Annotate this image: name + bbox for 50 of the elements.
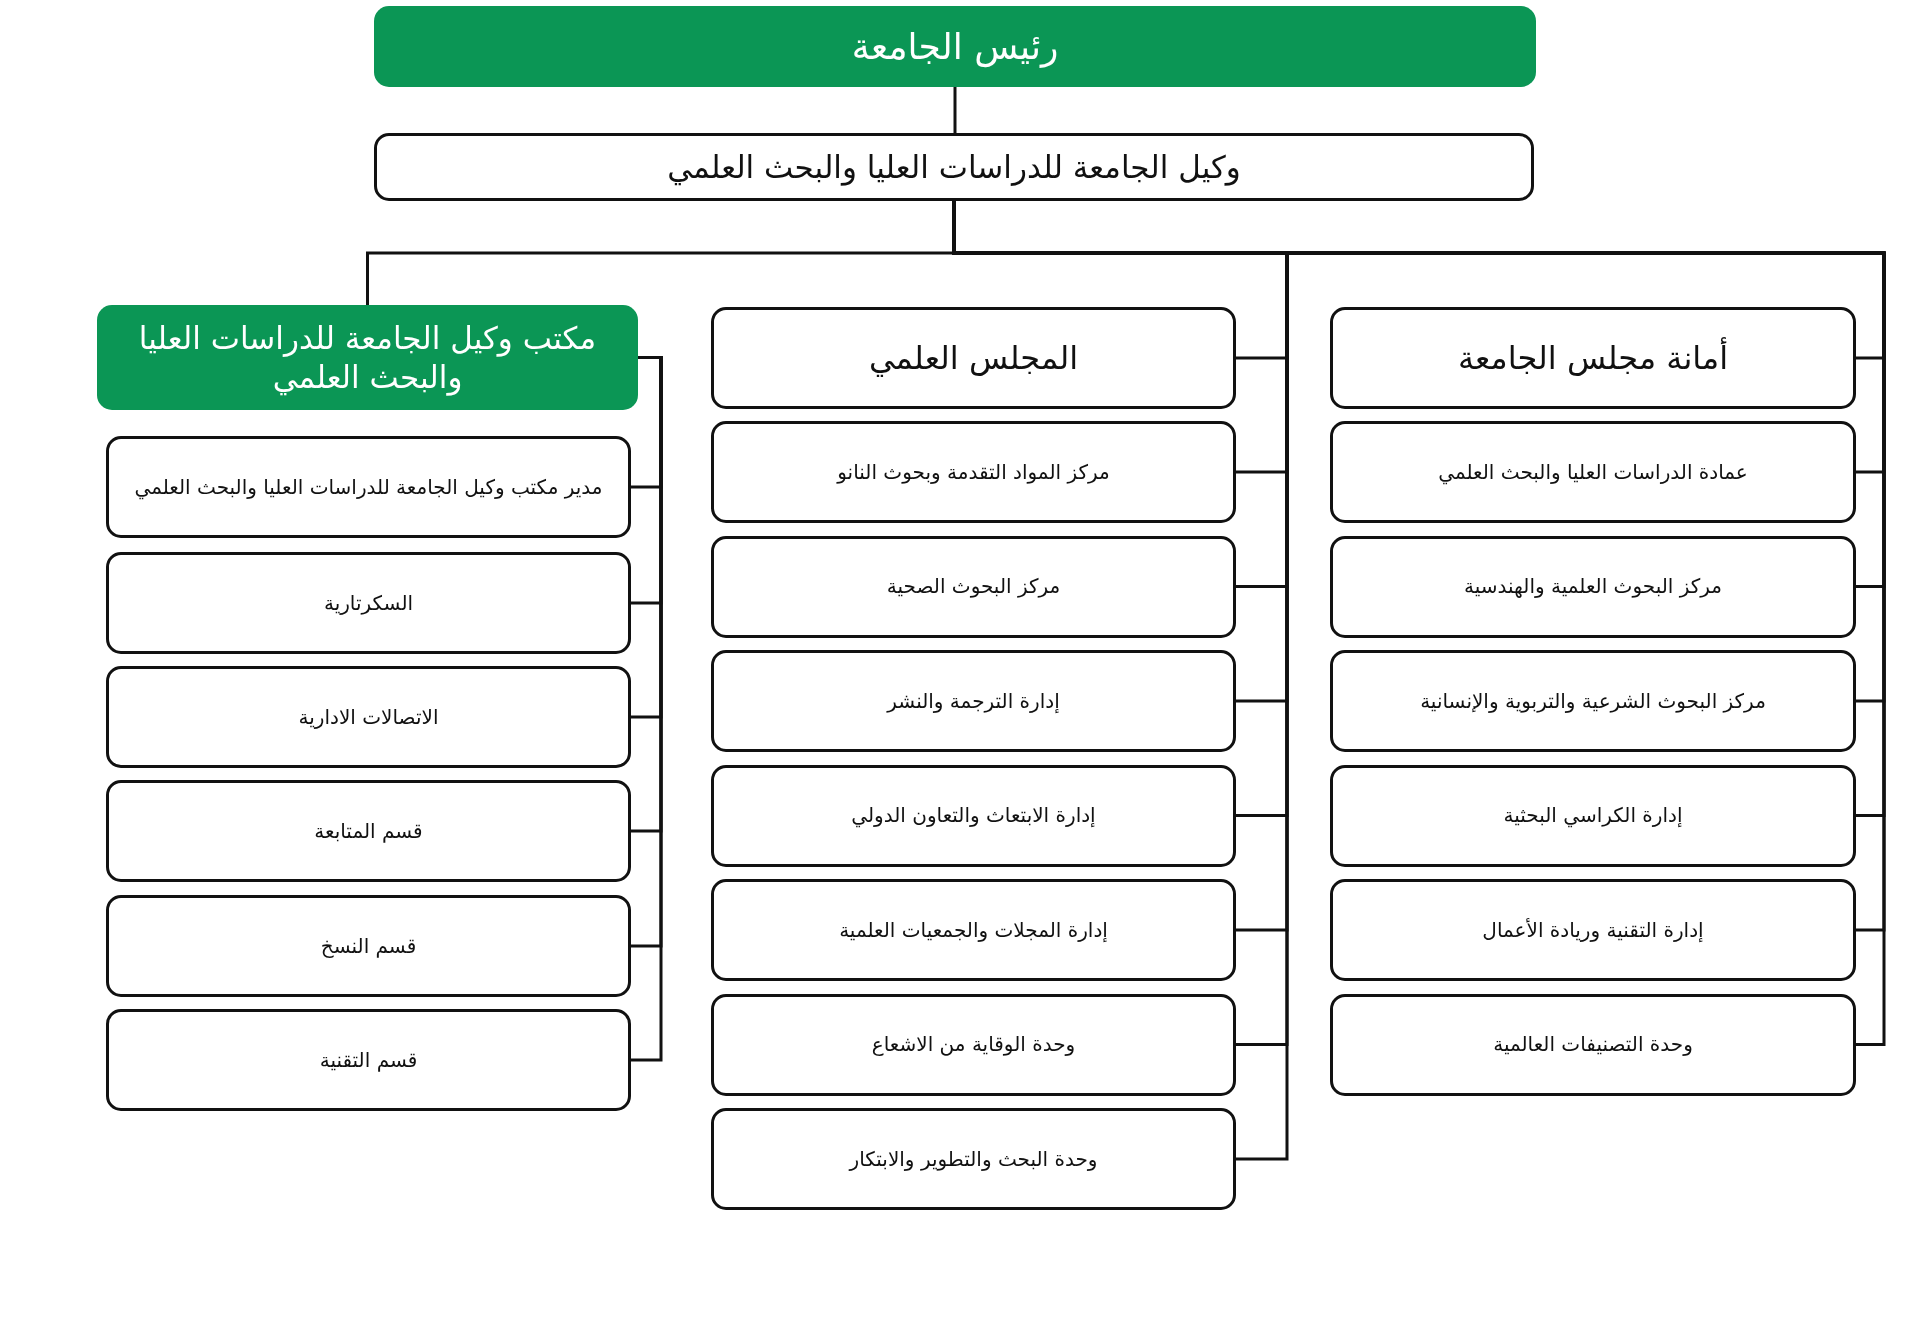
unit-name: قسم التقنية [319,1047,418,1073]
org-unit-box [1330,650,1856,752]
org-unit-box [1330,535,1856,638]
unit-name: إدارة الابتعاث والتعاون الدولي [851,803,1096,828]
org-unit-box [1330,993,1856,1096]
highlighted-box [374,6,1536,87]
org-unit-box [106,436,631,538]
unit-name: السكرتارية [323,590,414,616]
org-unit-box [1330,879,1856,981]
unit-name: وحدة الوقاية من الاشعاع [871,1032,1076,1057]
org-unit-box [1330,307,1856,409]
org-unit-box [711,650,1236,752]
org-unit-box [106,780,631,882]
unit-name: مكتب وكيل الجامعة للدراسات العليا والبحث العلمي [137,318,598,397]
unit-name: الاتصالات الادارية [298,704,439,730]
org-unit-box [711,421,1236,523]
highlighted-box [97,305,638,410]
unit-name: قسم النسخ [320,933,417,959]
org-unit-box [106,552,631,654]
unit-name: مركز المواد التقدمة وبحوث النانو [837,459,1110,485]
connector-line [953,87,957,133]
org-unit-box [711,1108,1236,1210]
unit-name: عمادة الدراسات العليا والبحث العلمي [1438,459,1748,485]
unit-name: أمانة مجلس الجامعة [1457,338,1729,378]
unit-name: مدير مكتب وكيل الجامعة للدراسات العليا والبحث العلمي [134,474,603,500]
unit-name: وكيل الجامعة للدراسات العليا والبحث العلمي [667,147,1241,187]
unit-name: مركز البحوث العلمية والهندسية [1464,574,1722,599]
unit-name: وحدة التصنيفات العالمية [1493,1032,1693,1057]
unit-name: رئيس الجامعة [851,25,1059,69]
org-unit-box [1330,764,1856,867]
org-unit-box [106,666,631,768]
unit-name: إدارة الترجمة والنشر [887,688,1060,714]
org-unit-box [1330,421,1856,523]
unit-name: إدارة المجلات والجمعيات العلمية [839,917,1108,943]
unit-name: المجلس العلمي [868,338,1079,378]
org-unit-box [711,307,1236,409]
org-unit-box [106,895,631,997]
org-unit-box [711,879,1236,981]
unit-name: قسم المتابعة [314,818,423,844]
unit-name: مركز البحوث الشرعية والتربوية والإنسانية [1420,688,1766,714]
org-unit-box [711,535,1236,638]
org-unit-box [711,764,1236,867]
org-unit-box [106,1009,631,1111]
connector-line [631,356,663,1062]
unit-name: مركز البحوث الصحية [886,574,1061,599]
unit-name: إدارة الكراسي البحثية [1503,803,1683,828]
unit-name: إدارة التقنية وريادة الأعمال [1482,917,1704,943]
org-unit-box [711,993,1236,1096]
unit-name: وحدة البحث والتطوير والابتكار [849,1146,1098,1172]
org-unit-box [374,133,1534,201]
